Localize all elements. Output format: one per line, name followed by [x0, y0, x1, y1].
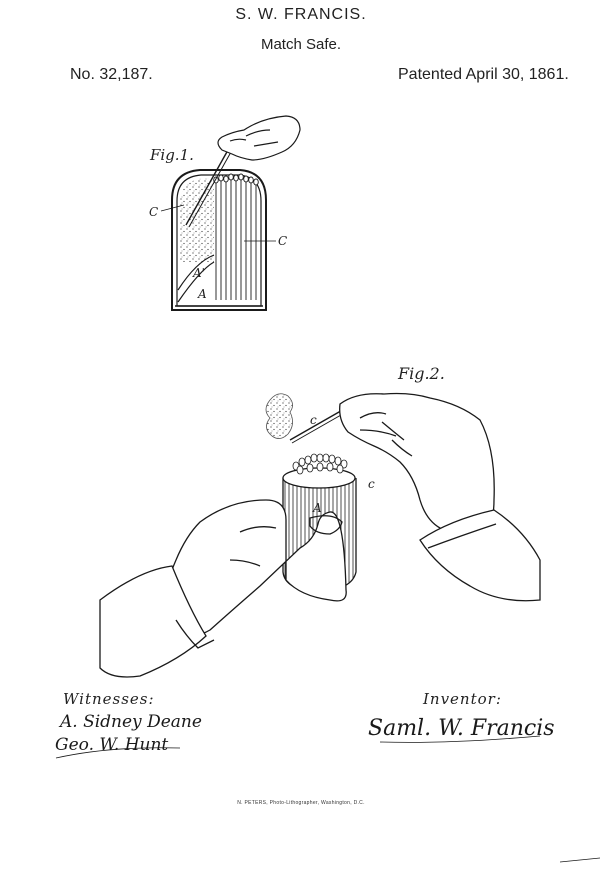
inventor-label: Inventor:: [423, 690, 502, 708]
patent-date: Patented April 30, 1861.: [398, 66, 569, 83]
fig1-letter-c-right: C: [278, 234, 287, 248]
figure-2-label: Fig.2.: [398, 364, 445, 383]
fig2-letter-c-upper: c: [310, 413, 317, 427]
figure-1-label: Fig.1.: [150, 146, 194, 164]
figure-1-drawing: [171, 115, 301, 311]
inventor-heading: S. W. FRANCIS.: [235, 6, 367, 23]
lithographer-imprint: N. PETERS, Photo-Lithographer, Washingto…: [237, 800, 365, 806]
figure-2-drawing: [99, 392, 541, 678]
fig1-letter-a: A: [197, 287, 207, 301]
witness-signature-1: A. Sidney Deane: [60, 712, 202, 732]
witness-signature-2: Geo. W. Hunt: [55, 735, 169, 755]
fig1-letter-a-prime: A': [192, 266, 205, 280]
witnesses-label: Witnesses:: [63, 690, 155, 708]
patent-title: Match Safe.: [260, 36, 342, 53]
fig2-letter-a: A: [312, 501, 322, 515]
fig2-letter-c-lower: c: [368, 477, 375, 491]
inventor-signature: Saml. W. Francis: [368, 716, 555, 741]
fig1-letter-c-left: C: [149, 205, 158, 219]
patent-number: No. 32,187.: [70, 66, 153, 83]
